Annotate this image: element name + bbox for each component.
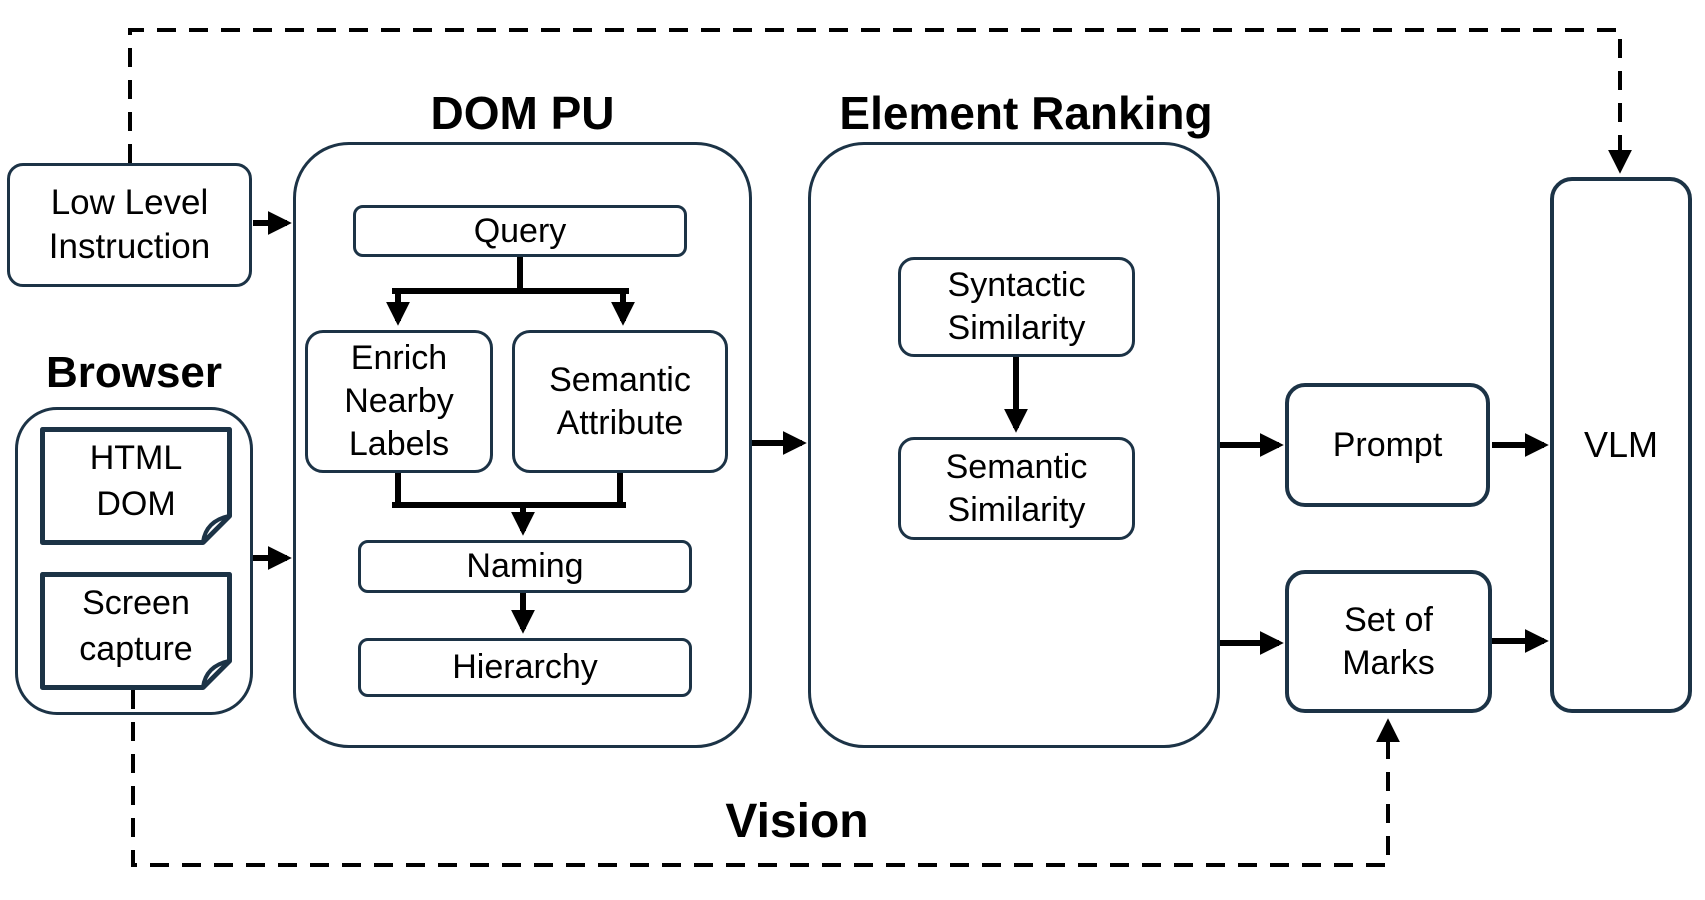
syntactic-similarity-label: Syntactic Similarity <box>947 266 1086 347</box>
browser-title: Browser <box>45 348 223 397</box>
document-shape <box>40 572 232 690</box>
semantic-attribute-node: Semantic Attribute <box>512 330 728 473</box>
low-level-instruction-node: Low Level Instruction <box>7 163 252 287</box>
semantic-similarity-label: Semantic Similarity <box>945 447 1088 529</box>
document-shape <box>40 427 232 545</box>
browser-container <box>15 407 253 715</box>
element-ranking-title: Element Ranking <box>839 87 1213 139</box>
screen-capture-label: Screen capture <box>79 584 193 669</box>
dompu-container <box>293 142 752 748</box>
query-label: Query <box>473 211 567 250</box>
query-node: Query <box>353 205 687 257</box>
vlm-node: VLM <box>1550 177 1692 713</box>
dompu-title: DOM PU <box>430 87 615 139</box>
vision-label: Vision <box>725 795 869 848</box>
hierarchy-label: Hierarchy <box>452 648 598 687</box>
vlm-label: VLM <box>1583 424 1659 465</box>
enrich-nearby-labels-label: Enrich Nearby Labels <box>344 339 454 463</box>
naming-label: Naming <box>466 547 584 586</box>
hierarchy-node: Hierarchy <box>358 638 692 697</box>
prompt-node: Prompt <box>1285 383 1490 507</box>
syntactic-similarity-node: Syntactic Similarity <box>898 257 1135 357</box>
low-level-instruction-label: Low Level Instruction <box>48 182 211 266</box>
set-of-marks-label: Set of Marks <box>1342 600 1435 682</box>
enrich-nearby-labels-node: Enrich Nearby Labels <box>305 330 493 473</box>
prompt-label: Prompt <box>1332 425 1443 464</box>
html-dom-node: HTML DOM <box>40 427 232 545</box>
naming-node: Naming <box>358 540 692 593</box>
screen-capture-node: Screen capture <box>40 572 232 690</box>
semantic-attribute-label: Semantic Attribute <box>549 360 691 442</box>
element-ranking-container <box>808 142 1220 748</box>
set-of-marks-node: Set of Marks <box>1285 570 1492 713</box>
semantic-similarity-node: Semantic Similarity <box>898 437 1135 540</box>
html-dom-label: HTML DOM <box>89 439 183 524</box>
